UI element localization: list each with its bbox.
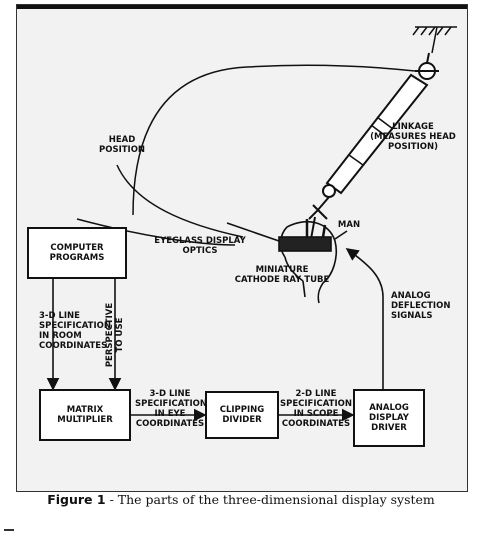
top-rule (17, 5, 467, 9)
corner-mark (4, 529, 14, 531)
perspective-label: PERSPECTIVE TO USE (105, 302, 125, 368)
arrow-analog-crt (345, 248, 384, 389)
computer-programs-box: COMPUTER PROGRAMS (27, 227, 127, 279)
man-head-icon (278, 219, 338, 304)
ceiling-mount-icon (412, 26, 457, 54)
analog-display-driver-box: ANALOG DISPLAY DRIVER (353, 389, 425, 447)
figure-caption-label: Figure 1 (47, 492, 106, 507)
spec-scope-label: 2-D LINE SPECIFICATION IN SCOPE COORDINA… (280, 389, 352, 429)
matrix-multiplier-label: MATRIX MULTIPLIER (57, 405, 113, 425)
computer-programs-label: COMPUTER PROGRAMS (49, 243, 105, 263)
figure-panel: HEAD POSITION LINKAGE (MEASURES HEAD POS… (16, 4, 468, 492)
linkage-label: LINKAGE (MEASURES HEAD POSITION) (370, 122, 456, 152)
linkage-arm-icon (308, 52, 439, 240)
head-position-label: HEAD POSITION (99, 135, 146, 155)
diagram-lines (17, 5, 467, 422)
clipping-divider-box: CLIPPING DIVIDER (205, 391, 279, 439)
spec-room-label: 3-D LINE SPECIFICATION IN ROOM COORDINAT… (39, 311, 111, 351)
man-label: MAN (337, 220, 361, 230)
analog-signals-label: ANALOG DEFLECTION SIGNALS (391, 291, 451, 321)
spec-eye-label: 3-D LINE SPECIFICATION IN EYE COORDINATE… (135, 389, 207, 429)
crt-label: MINIATURE CATHODE RAY TUBE (234, 265, 330, 285)
matrix-multiplier-box: MATRIX MULTIPLIER (39, 389, 131, 441)
clipping-divider-label: CLIPPING DIVIDER (219, 405, 265, 425)
figure-caption: Figure 1 - The parts of the three-dimens… (16, 492, 466, 507)
eyeglass-label: EYEGLASS DISPLAY OPTICS (154, 236, 246, 256)
head-position-wire (132, 64, 416, 216)
display-wire (116, 164, 244, 238)
figure-caption-text: - The parts of the three-dimensional dis… (105, 492, 435, 507)
analog-display-driver-label: ANALOG DISPLAY DRIVER (369, 403, 409, 433)
